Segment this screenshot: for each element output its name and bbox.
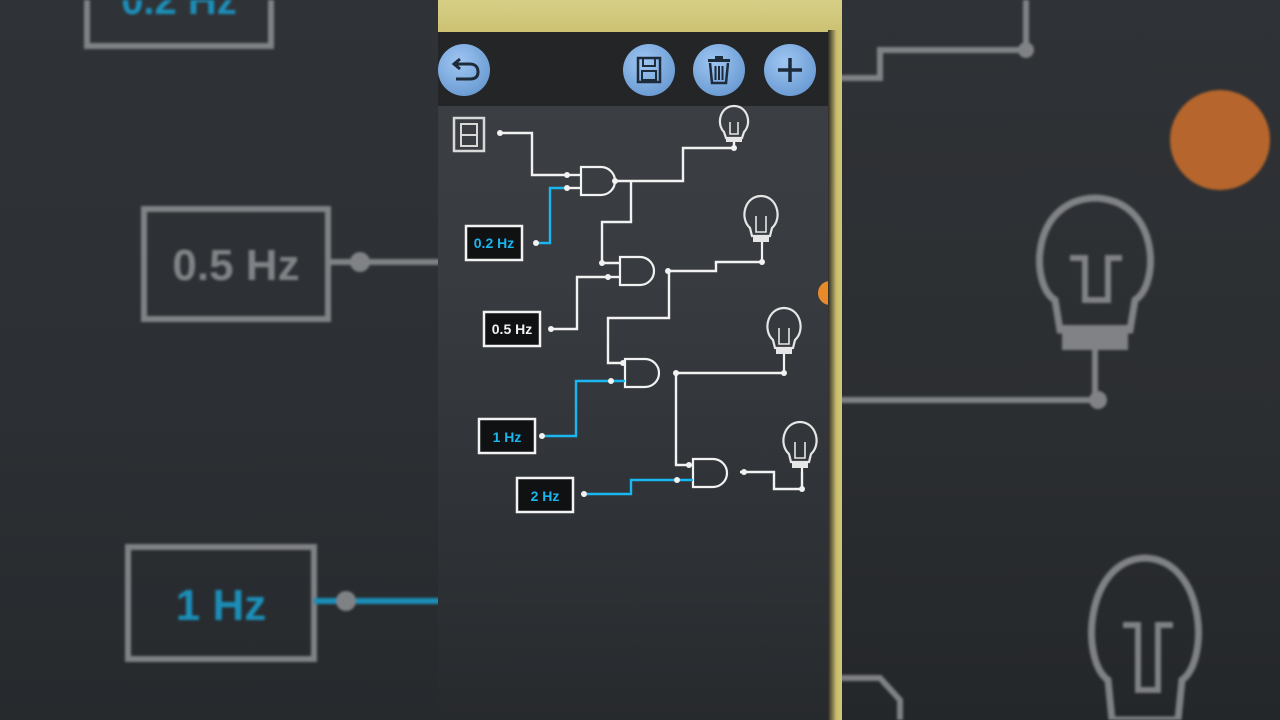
wires-on bbox=[536, 186, 689, 496]
background-right-diagram bbox=[840, 0, 1270, 720]
phone-screen: 0.2 Hz 0.5 Hz 1 Hz 2 Hz bbox=[438, 32, 830, 720]
light-bulb-icon bbox=[766, 306, 802, 354]
toggle-switch-icon[interactable] bbox=[452, 116, 486, 153]
add-component-button[interactable] bbox=[764, 44, 816, 96]
bg-bulb-2 bbox=[1088, 554, 1202, 720]
clock-label-0.5hz: 0.5 Hz bbox=[492, 321, 532, 337]
clock-label-2hz: 2 Hz bbox=[531, 488, 560, 504]
plus-icon bbox=[778, 58, 802, 82]
save-button[interactable] bbox=[623, 44, 675, 96]
undo-button[interactable] bbox=[438, 44, 490, 96]
floppy-disk-icon bbox=[636, 56, 662, 84]
background-zoom-right bbox=[840, 0, 1280, 720]
phone-bezel-top bbox=[438, 0, 842, 38]
bg-bulb-1 bbox=[1036, 194, 1154, 400]
clock-source-1hz[interactable]: 1 Hz bbox=[477, 417, 537, 455]
circuit-canvas[interactable]: 0.2 Hz 0.5 Hz 1 Hz 2 Hz bbox=[438, 32, 830, 720]
background-zoom-left: 0.2 Hz 0.5 Hz 1 Hz bbox=[0, 0, 440, 720]
bg-left-label-3: 1 Hz bbox=[176, 581, 266, 630]
background-left-diagram: 0.2 Hz 0.5 Hz 1 Hz bbox=[84, 0, 440, 662]
app-toolbar bbox=[438, 32, 830, 106]
and-gate-1[interactable] bbox=[579, 165, 617, 197]
clock-source-2hz[interactable]: 2 Hz bbox=[515, 476, 575, 514]
gate-leads-on bbox=[623, 379, 693, 482]
bulb-leads bbox=[760, 242, 804, 472]
and-gate-2[interactable] bbox=[618, 255, 656, 287]
edge-indicator bbox=[818, 281, 830, 305]
bg-left-label-2: 0.5 Hz bbox=[172, 241, 299, 290]
and-gate-3[interactable] bbox=[623, 357, 661, 389]
phone-bezel-right bbox=[828, 30, 842, 720]
junction-dots bbox=[497, 130, 805, 497]
light-bulb-icon bbox=[782, 420, 818, 468]
trash-icon bbox=[708, 56, 730, 85]
clock-label-1hz: 1 Hz bbox=[493, 429, 522, 445]
and-gate-4[interactable] bbox=[691, 457, 729, 489]
clock-source-0.2hz[interactable]: 0.2 Hz bbox=[464, 224, 524, 262]
clock-label-0.2hz: 0.2 Hz bbox=[474, 235, 514, 251]
undo-arrow-icon bbox=[451, 57, 480, 81]
light-bulb-icon bbox=[718, 104, 750, 142]
light-bulb-icon bbox=[743, 194, 779, 242]
bg-left-label-1: 0.2 Hz bbox=[121, 0, 237, 23]
delete-button[interactable] bbox=[693, 44, 745, 96]
clock-source-0.5hz[interactable]: 0.5 Hz bbox=[482, 310, 542, 348]
